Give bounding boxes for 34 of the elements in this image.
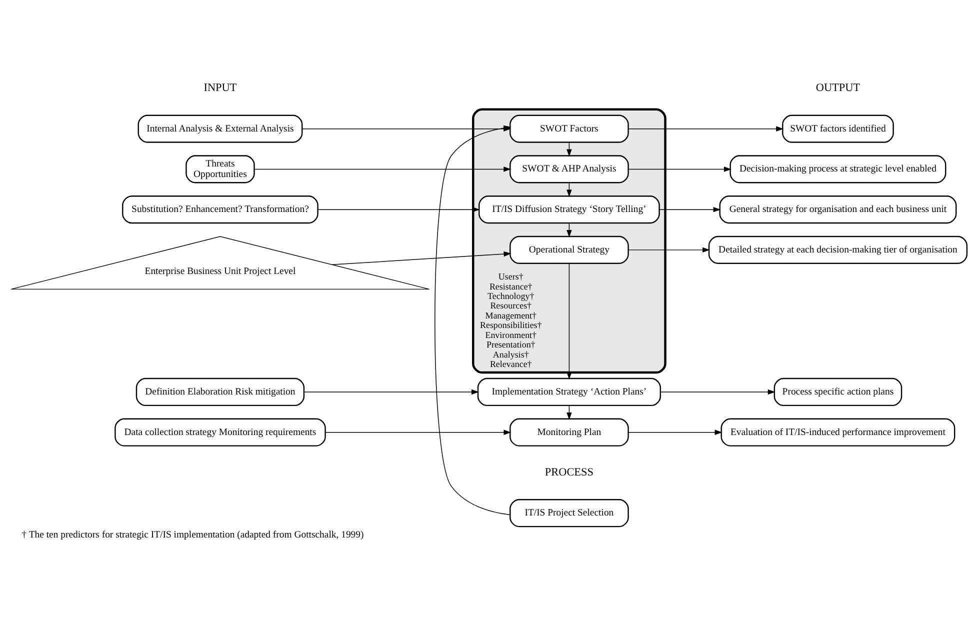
node-box: Internal Analysis & External Analysis [138, 114, 303, 142]
label: INPUT [204, 82, 237, 94]
arrow [628, 126, 784, 131]
node-box: IT/IS Diffusion Strategy ‘Story Telling’ [478, 195, 660, 224]
arrow [254, 166, 512, 172]
node-box: Implementation Strategy ‘Action Plans’ [477, 377, 661, 406]
node-box: Data collection strategy Monitoring requirements [114, 418, 326, 446]
arrow [628, 166, 732, 172]
node-box: Process specific action plans [774, 377, 902, 406]
node-box: Definition Elaboration Risk mitigation [136, 377, 305, 406]
node-box: SWOT factors identified [782, 114, 894, 142]
arrow [660, 388, 776, 394]
arrow [304, 388, 479, 394]
node-box: Substitution? Enhancement? Transformation? [122, 195, 318, 224]
caption: † The ten predictors for strategic IT/IS implementation (adapted from Gottschalk, 1999) [22, 528, 364, 540]
node-box: Monitoring Plan [510, 418, 629, 446]
node-box: SWOT Factors [510, 114, 629, 142]
arrow [628, 429, 722, 434]
node-box: Detailed strategy at each decision-making tier of organisation [708, 235, 968, 264]
node-box: SWOT & AHP Analysis [510, 154, 629, 183]
arrow [628, 246, 710, 252]
node-box: Threats Opportunities [186, 154, 255, 183]
arrow [332, 250, 512, 265]
arrow [566, 262, 572, 380]
label: OUTPUT [816, 82, 860, 94]
label: PROCESS [544, 466, 594, 478]
arrow [658, 206, 721, 212]
node-box: General strategy for organisation and each business unit [719, 195, 957, 224]
node-box: Decision-making process at strategic level enabled [730, 154, 946, 183]
arrow [325, 429, 512, 434]
node-box: Evaluation of IT/IS-induced performance improvement [720, 418, 956, 446]
arrow [318, 206, 480, 212]
node-box: IT/IS Project Selection [510, 498, 629, 527]
node-box: Operational Strategy [510, 235, 629, 264]
